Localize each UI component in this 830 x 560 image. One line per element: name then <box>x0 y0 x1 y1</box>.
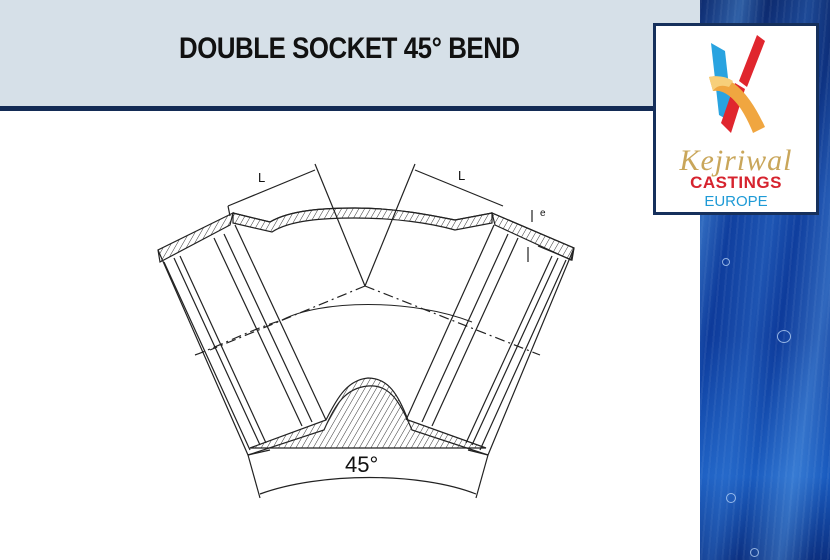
dimension-label-left: L <box>258 170 265 185</box>
wall-thickness-label: e <box>540 208 546 219</box>
bend-technical-drawing: L L e 45° <box>157 163 575 499</box>
bubble-decoration <box>750 548 759 557</box>
bubble-decoration <box>777 330 791 343</box>
bubble-decoration <box>722 258 730 266</box>
logo-wordmark-europe: EUROPE <box>704 193 768 210</box>
ribbon-k-logo-icon <box>709 35 765 133</box>
company-logo: Kejriwal CASTINGS EUROPE <box>653 23 819 215</box>
slide-title: DOUBLE SOCKET 45° BEND <box>178 32 520 65</box>
dimension-label-right: L <box>458 168 465 183</box>
bubble-decoration <box>726 493 736 503</box>
title-banner <box>0 0 700 106</box>
title-underline <box>0 106 700 111</box>
logo-wordmark-castings: CASTINGS <box>690 173 782 192</box>
angle-label: 45° <box>345 452 378 477</box>
logo-wordmark-kejriwal: Kejriwal <box>679 144 793 177</box>
